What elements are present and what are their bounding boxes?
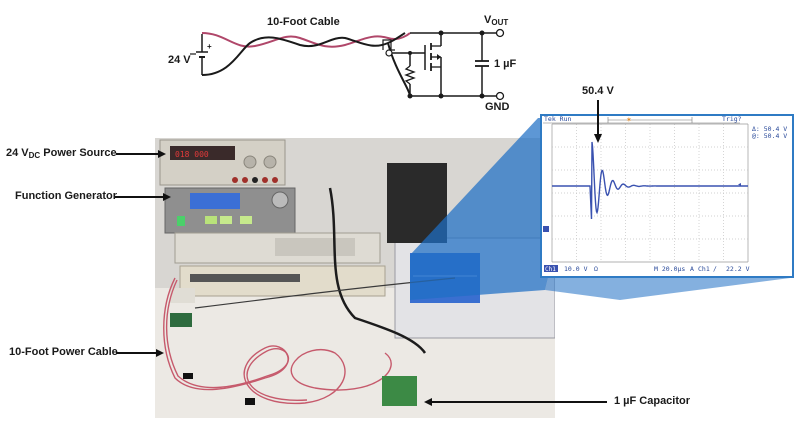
power-source-voltage: 24 V	[6, 147, 29, 159]
trigger-source: Ch1	[698, 265, 710, 273]
source-pcb	[170, 313, 192, 327]
mosfet-symbol	[424, 30, 444, 99]
gnd-terminal	[495, 91, 505, 101]
function-generator-arrow	[115, 196, 163, 198]
ch1-label: Ch1	[545, 266, 556, 273]
capacitor-label: 1 µF Capacitor	[614, 395, 691, 407]
ch1-scale: 10.0 V	[564, 265, 588, 273]
power-source-subscript: DC	[28, 151, 41, 160]
vout-subscript: OUT	[491, 18, 509, 27]
trigger-status: Trig?	[722, 115, 742, 123]
ch1-ground-marker	[543, 226, 549, 232]
vout-main: V	[484, 14, 492, 26]
power-source-label: 24 VDC Power Source	[6, 147, 117, 160]
battery-symbol: +	[190, 34, 212, 75]
trigger-level-marker: ◂	[738, 182, 741, 188]
vout-terminal	[495, 28, 505, 38]
resistor-symbol	[404, 51, 416, 99]
svg-text:018 000: 018 000	[175, 150, 209, 159]
power-source-text: Power Source	[40, 147, 117, 159]
cursor-delta-readout: Δ: 50.4 V	[752, 125, 787, 133]
scope-graticule	[551, 123, 749, 263]
scope-status: Tek Run	[544, 115, 571, 123]
circuit-schematic: +	[190, 28, 505, 101]
capacitor-value-label: 1 µF	[494, 58, 517, 70]
capacitor-arrowhead	[424, 398, 432, 406]
function-generator-device	[164, 187, 296, 234]
trigger-mode: A	[690, 265, 694, 273]
ch1-badge	[544, 265, 558, 272]
trigger-slope: ∕	[713, 265, 717, 273]
peak-arrow-head	[594, 134, 602, 143]
capacitor-pcb	[382, 376, 417, 406]
vout-label: VOUT	[484, 14, 508, 27]
gnd-label: GND	[485, 101, 510, 113]
trigger-position-marker: ✶	[626, 116, 632, 124]
oscilloscope-inset: Tek Run ✶ Trig? Δ: 50.4 V @: 50.4 V ◂ Ch…	[540, 114, 794, 278]
trigger-level: 22.2 V	[726, 265, 750, 273]
power-cable-arrow	[116, 352, 156, 354]
voltage-trace	[552, 141, 748, 220]
power-source-arrow	[116, 153, 158, 155]
power-cable-arrowhead	[156, 349, 164, 357]
power-cable-label: 10-Foot Power Cable	[9, 346, 118, 358]
timebase: M 20.0µs	[654, 265, 685, 273]
cursor-abs-readout: @: 50.4 V	[752, 132, 787, 140]
function-generator-label: Function Generator	[15, 190, 118, 202]
function-generator-arrowhead	[163, 193, 171, 201]
capacitor-arrow	[432, 401, 607, 403]
red-power-cable	[163, 277, 392, 405]
cable-label: 10-Foot Cable	[267, 16, 340, 28]
ch1-coupling: Ω	[594, 265, 598, 273]
peak-voltage-annotation: 50.4 V	[582, 85, 614, 97]
power-source-arrowhead	[158, 150, 166, 158]
power-supply-device: 018 000	[159, 139, 286, 186]
svg-text:+: +	[207, 42, 212, 51]
source-voltage-label: 24 V	[168, 54, 191, 66]
peak-arrow-shaft	[597, 100, 599, 136]
